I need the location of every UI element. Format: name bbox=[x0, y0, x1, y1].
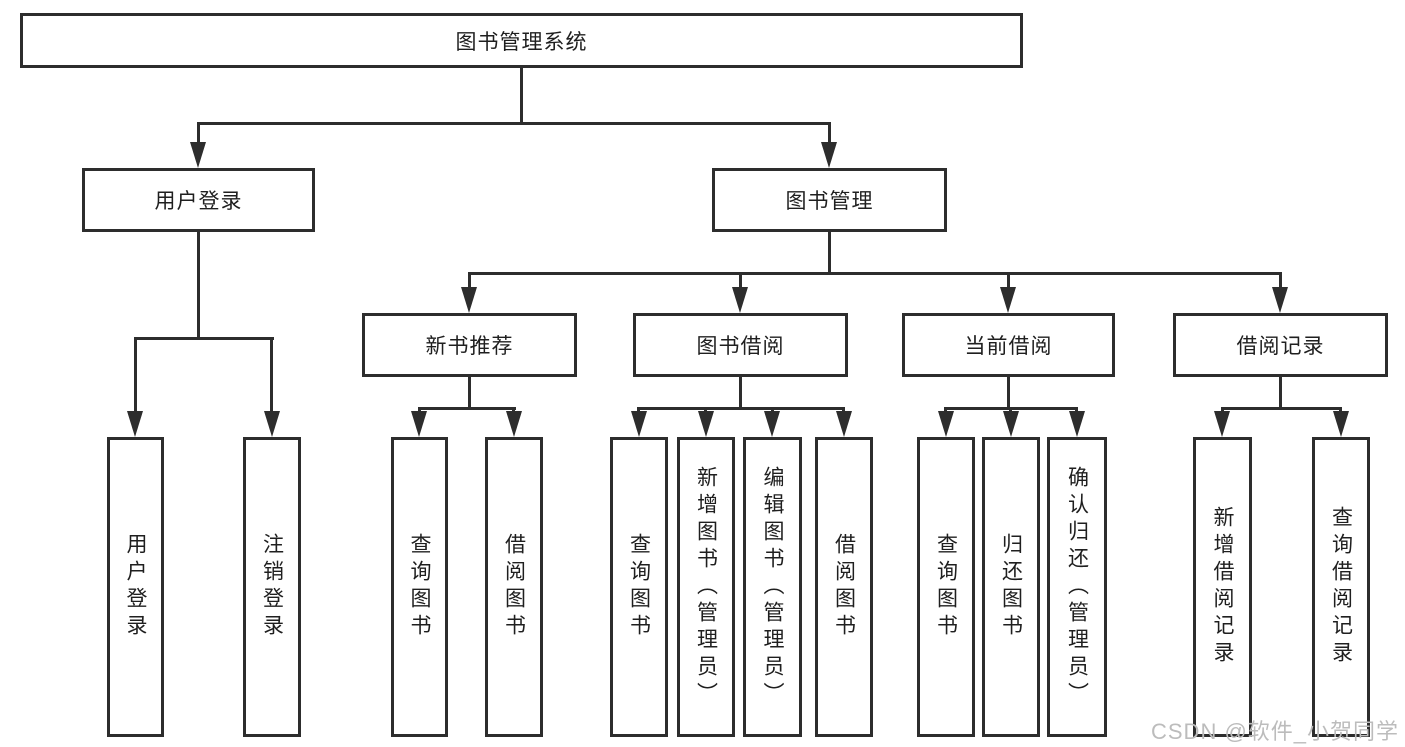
connector-line bbox=[828, 232, 831, 275]
connector-line bbox=[468, 377, 471, 410]
leaf-logout-login-label: 注销登录 bbox=[260, 533, 284, 641]
arrow-down-icon bbox=[1272, 287, 1288, 313]
arrow-down-icon bbox=[461, 287, 477, 313]
leaf-query-books-current: 查询图书 bbox=[917, 437, 975, 737]
connector-line bbox=[468, 272, 1282, 275]
node-book-management-label: 图书管理 bbox=[785, 190, 874, 213]
leaf-add-book-admin: 新增图书（管理员） bbox=[677, 437, 735, 737]
leaf-return-books-label: 归还图书 bbox=[999, 533, 1023, 641]
connector-line bbox=[270, 337, 273, 411]
node-borrowing-records-label: 借阅记录 bbox=[1236, 335, 1325, 358]
arrow-down-icon bbox=[836, 411, 852, 437]
node-user-login: 用户登录 bbox=[82, 168, 315, 232]
arrow-down-icon bbox=[1069, 411, 1085, 437]
node-book-borrowing-label: 图书借阅 bbox=[696, 335, 785, 358]
connector-line bbox=[1009, 407, 1012, 413]
arrow-down-icon bbox=[506, 411, 522, 437]
connector-line bbox=[1007, 272, 1010, 287]
leaf-borrow-books-borrowing: 借阅图书 bbox=[815, 437, 873, 737]
node-borrowing-records: 借阅记录 bbox=[1173, 313, 1388, 377]
connector-line bbox=[512, 407, 515, 413]
leaf-confirm-return-admin: 确认归还（管理员） bbox=[1047, 437, 1107, 737]
arrow-down-icon bbox=[821, 142, 837, 168]
node-book-borrowing: 图书借阅 bbox=[633, 313, 848, 377]
leaf-borrow-books-recommend-label: 借阅图书 bbox=[502, 533, 526, 641]
arrow-down-icon bbox=[1333, 411, 1349, 437]
connector-line bbox=[1221, 407, 1342, 410]
arrow-down-icon bbox=[764, 411, 780, 437]
arrow-down-icon bbox=[698, 411, 714, 437]
leaf-query-books-borrowing: 查询图书 bbox=[610, 437, 668, 737]
arrow-down-icon bbox=[631, 411, 647, 437]
leaf-edit-book-admin: 编辑图书（管理员） bbox=[743, 437, 802, 737]
connector-line bbox=[739, 272, 742, 287]
arrow-down-icon bbox=[938, 411, 954, 437]
node-current-borrowing-label: 当前借阅 bbox=[964, 335, 1053, 358]
connector-line bbox=[198, 122, 831, 125]
connector-line bbox=[1339, 407, 1342, 413]
arrow-down-icon bbox=[190, 142, 206, 168]
leaf-borrow-books-recommend: 借阅图书 bbox=[485, 437, 543, 737]
arrow-down-icon bbox=[1000, 287, 1016, 313]
leaf-return-books: 归还图书 bbox=[982, 437, 1040, 737]
arrow-down-icon bbox=[127, 411, 143, 437]
leaf-query-books-current-label: 查询图书 bbox=[934, 533, 958, 641]
connector-line bbox=[739, 377, 742, 410]
node-user-login-label: 用户登录 bbox=[154, 190, 243, 213]
connector-line bbox=[197, 232, 200, 340]
connector-line bbox=[704, 407, 707, 413]
connector-line bbox=[1075, 407, 1078, 413]
node-library-system: 图书管理系统 bbox=[20, 13, 1023, 68]
leaf-query-books-recommend: 查询图书 bbox=[391, 437, 448, 737]
arrow-down-icon bbox=[411, 411, 427, 437]
leaf-query-books-borrowing-label: 查询图书 bbox=[627, 533, 651, 641]
leaf-edit-book-admin-label: 编辑图书（管理员） bbox=[761, 465, 784, 709]
arrow-down-icon bbox=[732, 287, 748, 313]
node-new-book-recommendation: 新书推荐 bbox=[362, 313, 577, 377]
connector-line bbox=[1279, 272, 1282, 287]
leaf-add-borrow-record-label: 新增借阅记录 bbox=[1211, 506, 1234, 668]
connector-line bbox=[1007, 377, 1010, 410]
leaf-query-books-recommend-label: 查询图书 bbox=[408, 533, 431, 641]
leaf-confirm-return-admin-label: 确认归还（管理员） bbox=[1065, 465, 1089, 709]
connector-line bbox=[842, 407, 845, 413]
leaf-user-login-label: 用户登录 bbox=[124, 533, 147, 641]
leaf-query-borrow-record: 查询借阅记录 bbox=[1312, 437, 1370, 737]
leaf-add-borrow-record: 新增借阅记录 bbox=[1193, 437, 1252, 737]
leaf-borrow-books-borrowing-label: 借阅图书 bbox=[832, 533, 856, 641]
csdn-watermark: CSDN @软件_小贺同学 bbox=[1151, 719, 1400, 744]
connector-line bbox=[944, 407, 947, 413]
node-new-book-recommendation-label: 新书推荐 bbox=[425, 335, 514, 358]
connector-line bbox=[134, 337, 137, 411]
connector-line bbox=[637, 407, 640, 413]
arrow-down-icon bbox=[264, 411, 280, 437]
connector-line bbox=[468, 272, 471, 287]
connector-line bbox=[418, 407, 516, 410]
leaf-logout-login: 注销登录 bbox=[243, 437, 301, 737]
connector-line bbox=[828, 122, 831, 142]
connector-line bbox=[637, 407, 845, 410]
node-current-borrowing: 当前借阅 bbox=[902, 313, 1115, 377]
node-library-system-label: 图书管理系统 bbox=[455, 30, 588, 54]
connector-line bbox=[1221, 407, 1224, 413]
connector-line bbox=[1279, 377, 1282, 410]
leaf-query-borrow-record-label: 查询借阅记录 bbox=[1329, 506, 1353, 668]
arrow-down-icon bbox=[1003, 411, 1019, 437]
node-book-management: 图书管理 bbox=[712, 168, 947, 232]
connector-line bbox=[197, 122, 200, 142]
leaf-add-book-admin-label: 新增图书（管理员） bbox=[694, 465, 718, 709]
connector-line bbox=[520, 68, 523, 125]
arrow-down-icon bbox=[1214, 411, 1230, 437]
connector-line bbox=[418, 407, 421, 413]
leaf-user-login: 用户登录 bbox=[107, 437, 164, 737]
connector-line bbox=[134, 337, 274, 340]
connector-line bbox=[771, 407, 774, 413]
